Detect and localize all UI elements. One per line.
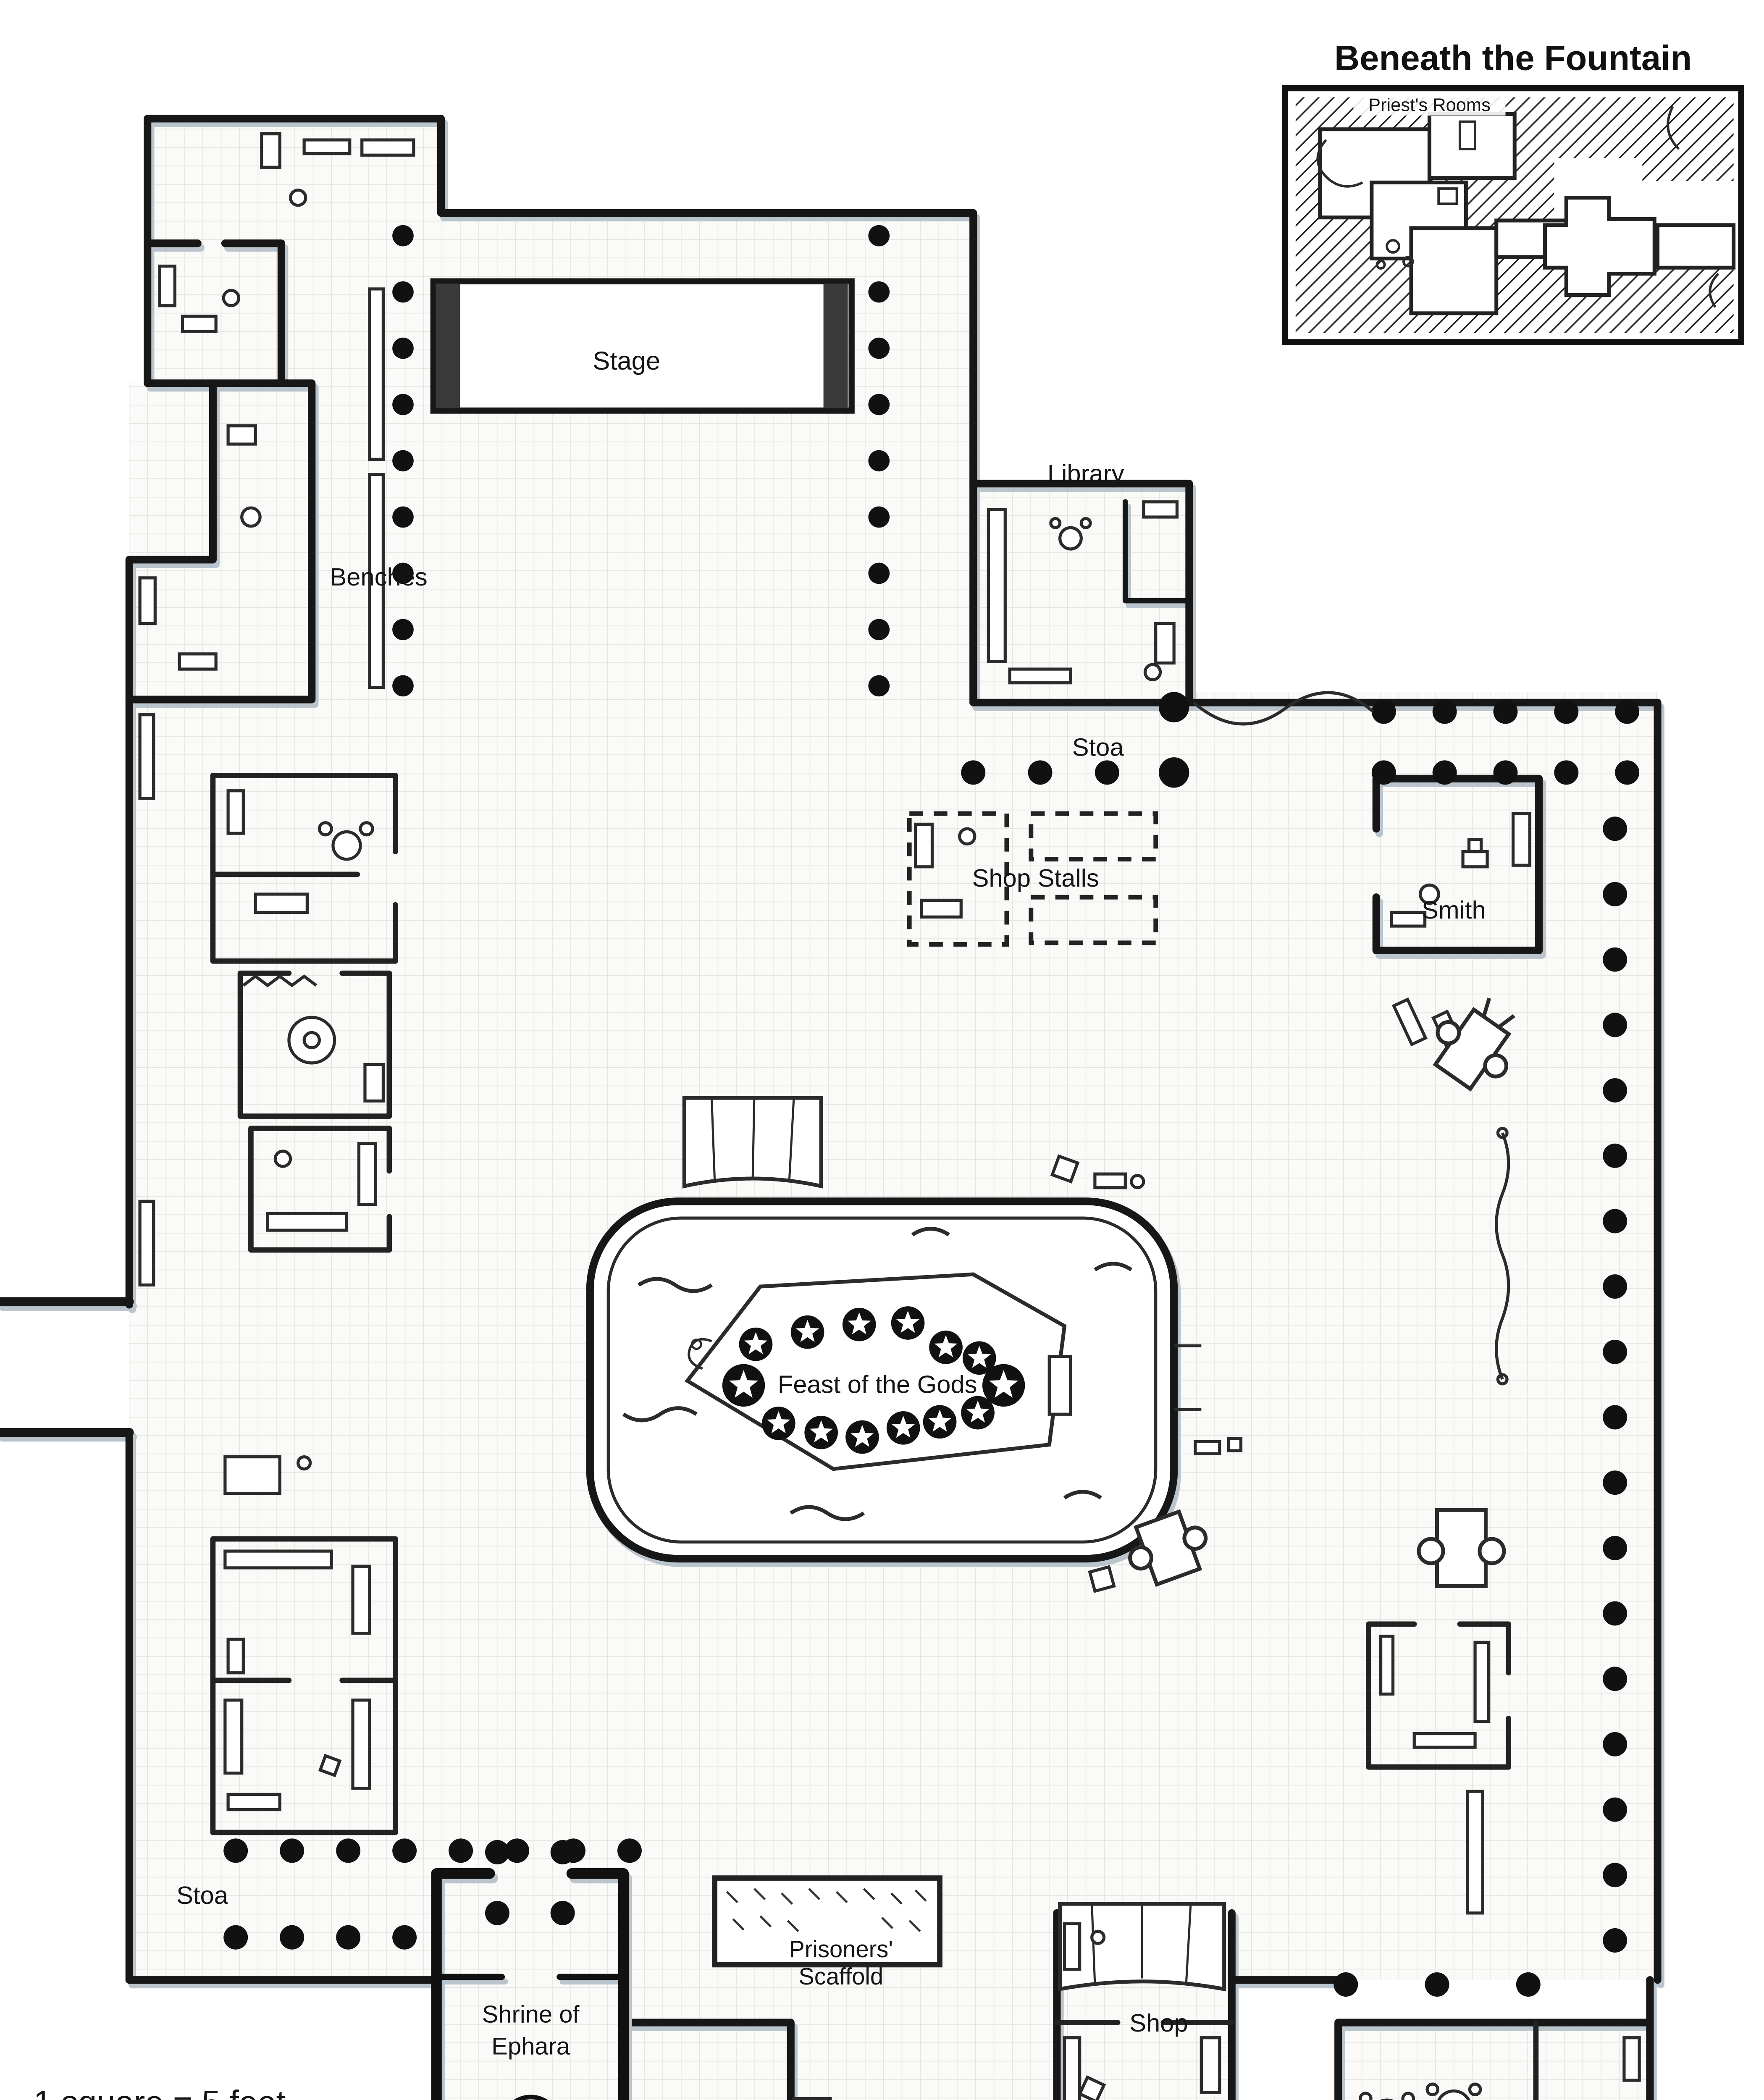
benches-label: Benches bbox=[330, 563, 427, 591]
map-labels: Stage Library Benches Stoa Shop Stalls S… bbox=[34, 346, 1486, 2100]
shop-stalls bbox=[907, 811, 1158, 947]
inset-priests-rooms-label: Priest's Rooms bbox=[1368, 95, 1491, 115]
stall-furniture bbox=[914, 822, 976, 919]
feast-star-markers bbox=[722, 1306, 1025, 1454]
smith-label: Smith bbox=[1422, 896, 1486, 924]
prisoners-scaffold-label-1: Prisoners' bbox=[789, 1936, 893, 1962]
scale-note: 1 square = 5 feet bbox=[34, 2084, 286, 2100]
shrine-emblem bbox=[513, 2095, 548, 2100]
walls bbox=[0, 115, 1662, 2100]
carts bbox=[1128, 998, 1515, 1588]
inset-beneath-the-fountain: Beneath the Fountain Priest's Room bbox=[1282, 39, 1744, 345]
prisoners-scaffold-label-2: Scaffold bbox=[798, 1963, 883, 1990]
shrine-walls bbox=[431, 1868, 629, 2100]
shrine-label-1: Shrine of bbox=[482, 2001, 580, 2028]
prisoners-scaffold bbox=[712, 1875, 942, 1968]
library-label: Library bbox=[1047, 459, 1124, 488]
shop-label: Shop bbox=[1129, 2009, 1188, 2037]
inset-title: Beneath the Fountain bbox=[1334, 39, 1692, 78]
furniture bbox=[138, 132, 1641, 2100]
colonnade-columns bbox=[223, 225, 1640, 1997]
tents bbox=[682, 1096, 1226, 1992]
stage-label: Stage bbox=[593, 346, 660, 375]
stoa-upper-label: Stoa bbox=[1072, 733, 1124, 761]
benches bbox=[368, 287, 385, 689]
stage bbox=[430, 278, 855, 414]
floor-grid bbox=[129, 118, 1658, 2100]
feast-label: Feast of the Gods bbox=[778, 1370, 977, 1399]
inset-details bbox=[1316, 106, 1719, 308]
shrine-label-2: Ephara bbox=[491, 2033, 570, 2060]
shop-stalls-label: Shop Stalls bbox=[972, 864, 1099, 892]
stoa-lower-label: Stoa bbox=[176, 1881, 228, 1909]
rope-lines bbox=[1192, 691, 1510, 1386]
fountain bbox=[586, 1197, 1202, 1563]
